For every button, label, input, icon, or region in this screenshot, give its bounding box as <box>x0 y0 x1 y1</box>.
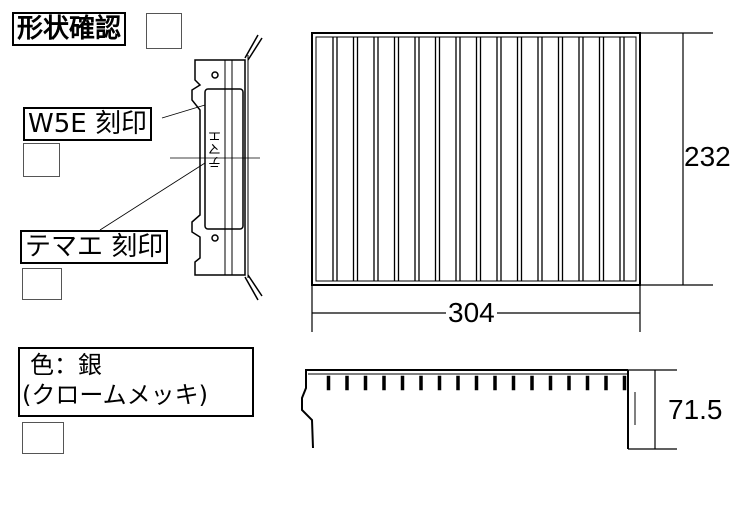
grill-wire-end <box>345 375 349 391</box>
grill-wire-end <box>567 375 571 391</box>
color-value: 色：銀 <box>30 351 102 379</box>
color-finish: (クロームメッキ) <box>22 381 209 409</box>
grill-wire-end <box>419 375 423 391</box>
shape-check-label: 形状確認 <box>12 12 127 46</box>
grill-wire-end <box>493 375 497 391</box>
grill-wire-end <box>530 375 534 391</box>
bracket-stamp-text: テマエ <box>209 130 224 169</box>
grill-wire-end <box>382 375 386 391</box>
w5e-mark-label: W5E 刻印 <box>23 107 152 141</box>
grill-wire-end <box>511 375 516 391</box>
bracket-side-view <box>99 34 263 301</box>
temae-mark-checkbox[interactable] <box>22 268 62 300</box>
shape-check-checkbox[interactable] <box>146 13 182 49</box>
temae-mark-label: テマエ 刻印 <box>20 230 169 264</box>
grill-wire-end <box>456 375 460 391</box>
grill-wire-end <box>400 375 405 391</box>
grill-wire-end <box>363 375 368 391</box>
width-dimension: 304 <box>446 297 497 328</box>
grill-top-view <box>311 32 641 286</box>
color-label: 色：銀 (クロームメッキ) <box>18 347 254 417</box>
w5e-mark-checkbox[interactable] <box>23 143 60 177</box>
depth-dimension: 232 <box>684 141 731 172</box>
grill-wire-end <box>622 375 627 391</box>
grill-wire-end <box>437 375 442 391</box>
grill-wire-end <box>326 375 331 391</box>
grill-side-view <box>301 369 636 449</box>
color-checkbox[interactable] <box>22 422 64 454</box>
grill-wire-end <box>604 375 608 391</box>
grill-wire-end <box>585 375 590 391</box>
grill-wire-end <box>474 375 479 391</box>
grill-wire-end <box>548 375 553 391</box>
height-dimension: 71.5 <box>668 394 723 425</box>
